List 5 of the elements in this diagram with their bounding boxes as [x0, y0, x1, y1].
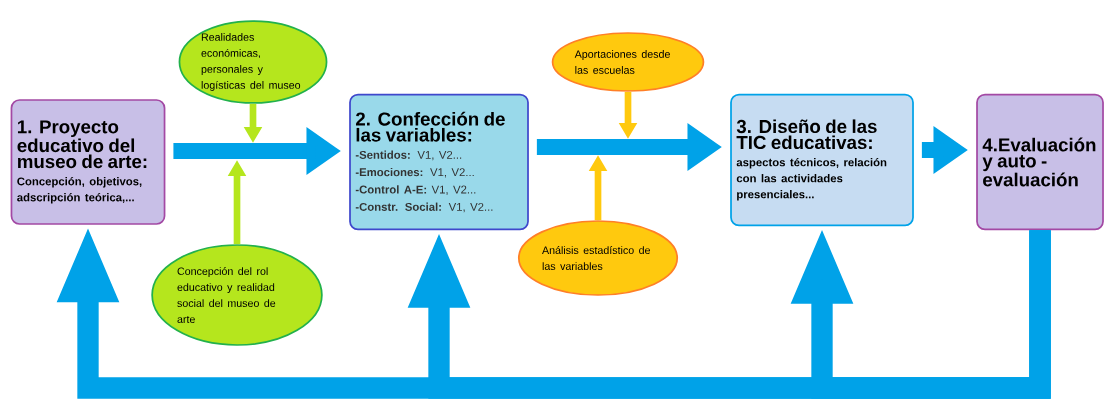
- process-box: 3. Diseño de las TIC educativas: aspectos técnicos, relación con las actividades presenciales...: [730, 93, 914, 227]
- process-box: 2. Confección de las variables: -Sentidos: V1, V2... -Emociones: V1, V2... -Control A-E: V1, V2... -Constr. Social: V1, V2...: [349, 93, 529, 231]
- arrow: [790, 230, 1051, 399]
- process-box: 1. Proyecto educativo del museo de arte: Concepción, objetivos, adscripción teórica,...: [10, 99, 166, 225]
- process-box: 4.Evaluación y auto - evaluación: [976, 93, 1104, 231]
